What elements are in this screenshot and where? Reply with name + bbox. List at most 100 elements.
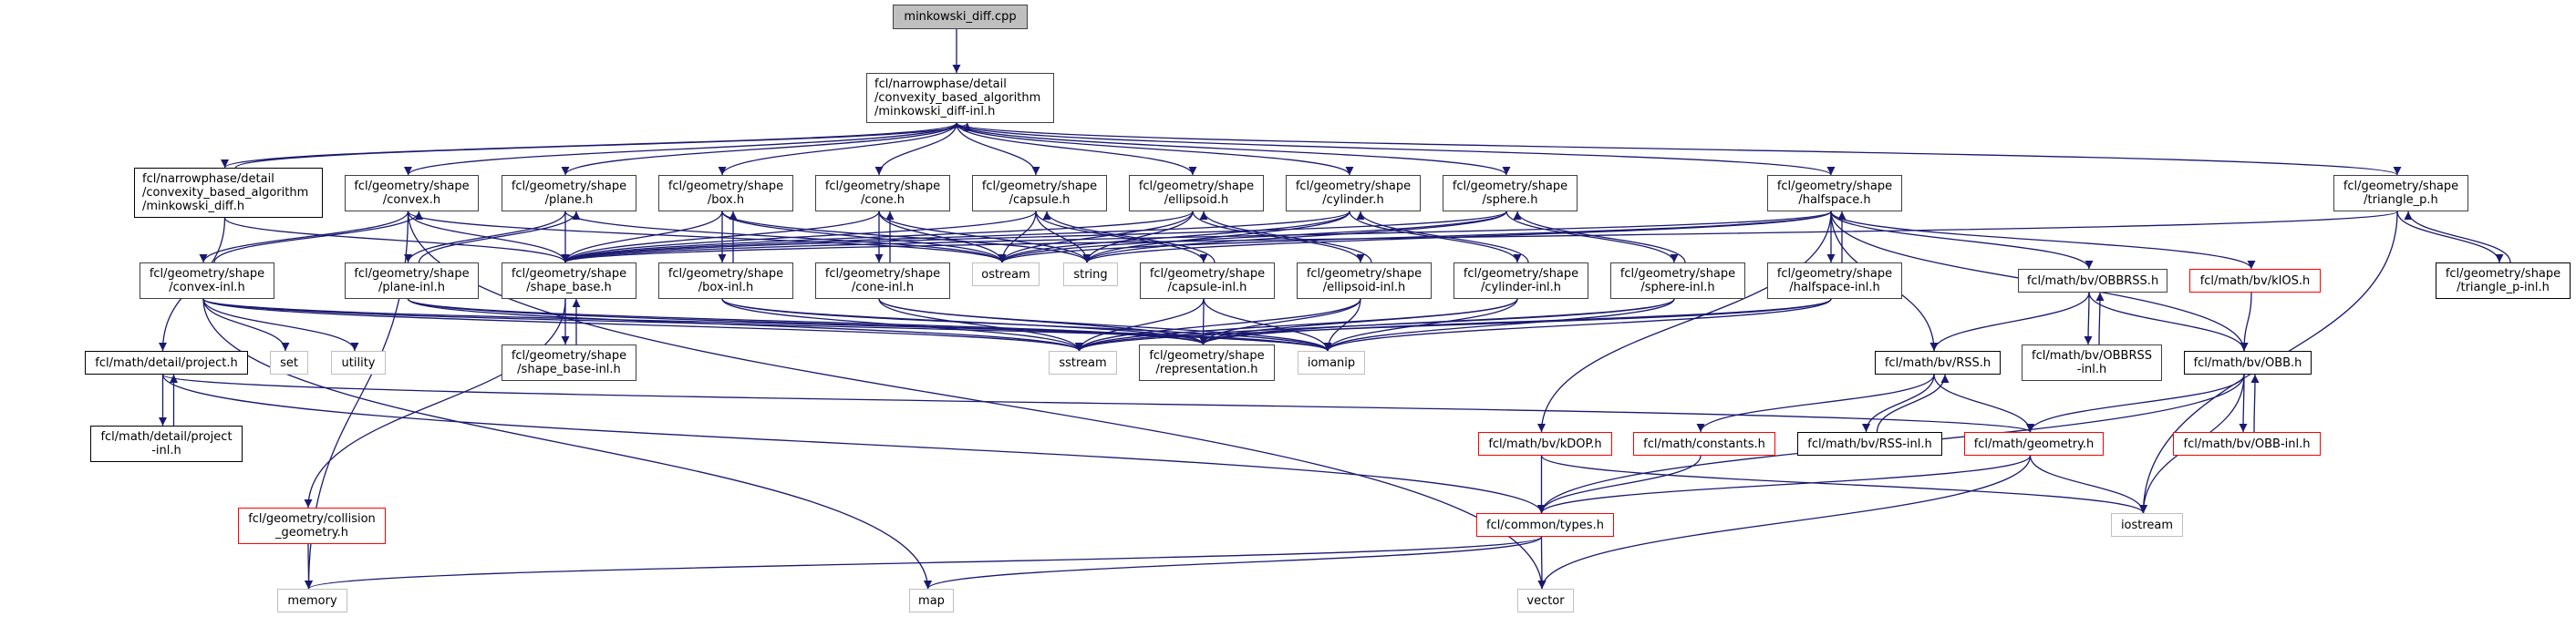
edge-convexinl-to-utility — [202, 298, 359, 352]
node-memory[interactable]: memory — [277, 589, 347, 612]
node-rss-inl-h[interactable]: fcl/math/bv/RSS-inl.h — [1797, 432, 1942, 456]
edge-constants-to-types — [1537, 455, 1702, 514]
node-collision-geometry-h[interactable]: fcl/geometry/collision _geometry.h — [238, 508, 386, 544]
node-minkowski-diff-cpp[interactable]: minkowski_diff.cpp — [893, 5, 1028, 29]
node-ellipsoid-h[interactable]: fcl/geometry/shape /ellipsoid.h — [1129, 175, 1264, 211]
node-triangle-p-inl-h[interactable]: fcl/geometry/shape /triangle_p-inl.h — [2436, 262, 2571, 299]
node-minkowski-diff-h[interactable]: fcl/narrowphase/detail /convexity_based_… — [134, 168, 323, 218]
node-sphere-inl-h[interactable]: fcl/geometry/shape /sphere-inl.h — [1610, 262, 1745, 299]
edge-mdinl-to-cone — [874, 122, 957, 176]
edge-sphere-to-ostream — [998, 211, 1507, 263]
node-halfspace-inl-h[interactable]: fcl/geometry/shape /halfspace-inl.h — [1767, 262, 1902, 299]
edge-mdinl-to-trianglep — [956, 122, 2402, 176]
node-cone-inl-h[interactable]: fcl/geometry/shape /cone-inl.h — [815, 262, 950, 299]
node-cylinder-h[interactable]: fcl/geometry/shape /cylinder.h — [1286, 175, 1421, 211]
node-box-inl-h[interactable]: fcl/geometry/shape /box-inl.h — [658, 262, 793, 299]
edge-cone-to-string — [878, 211, 1091, 263]
node-triangle-p-h[interactable]: fcl/geometry/shape /triangle_p.h — [2333, 175, 2468, 211]
node-math-geometry-h[interactable]: fcl/math/geometry.h — [1964, 432, 2104, 456]
edge-convexinl-to-sstream — [202, 298, 1083, 352]
node-capsule-h[interactable]: fcl/geometry/shape /capsule.h — [972, 175, 1107, 211]
node-sphere-h[interactable]: fcl/geometry/shape /sphere.h — [1443, 175, 1578, 211]
node-common-types-h[interactable]: fcl/common/types.h — [1476, 513, 1614, 537]
node-minkowski-diff-inl-h[interactable]: fcl/narrowphase/detail /convexity_based_… — [866, 73, 1054, 123]
edge-kios-to-obb — [2240, 292, 2252, 352]
node-ellipsoid-inl-h[interactable]: fcl/geometry/shape /ellipsoid-inl.h — [1297, 262, 1432, 299]
edge-sphereinl-to-sphere — [1513, 211, 1686, 263]
edge-sphere-to-sphereinl — [1505, 211, 1679, 263]
edge-mdh-to-mdinl — [234, 122, 972, 169]
edge-halfspaceinl-to-representation — [1199, 298, 1832, 345]
edge-box-to-string — [721, 211, 1091, 263]
node-shape-base-inl-h[interactable]: fcl/geometry/shape /shape_base-inl.h — [502, 344, 636, 381]
edge-kdop-to-iostream — [1540, 455, 2147, 514]
edge-project-to-geometry — [161, 374, 2034, 433]
edge-ellipsoidinl-to-sstream — [1075, 298, 1361, 352]
node-set[interactable]: set — [270, 351, 308, 375]
node-obb-inl-h[interactable]: fcl/math/bv/OBB-inl.h — [2173, 432, 2321, 456]
edge-cone-to-shapebase — [561, 211, 880, 263]
edge-trianglep-to-trianglepinl — [2396, 211, 2504, 263]
node-convex-h[interactable]: fcl/geometry/shape /convex.h — [345, 175, 479, 211]
edge-plane-to-ostream — [564, 211, 1007, 263]
edge-project-to-types — [161, 374, 1546, 514]
edge-mdinl-to-capsule — [956, 122, 1040, 176]
edge-coneinl-to-sstream — [878, 298, 1083, 352]
edge-mdinl-to-box — [718, 122, 957, 176]
edge-cylinder-to-shapebase — [561, 211, 1350, 263]
node-string[interactable]: string — [1063, 262, 1118, 286]
node-iostream[interactable]: iostream — [2111, 513, 2183, 537]
node-capsule-inl-h[interactable]: fcl/geometry/shape /capsule-inl.h — [1140, 262, 1275, 299]
edge-convexinl-to-convex — [213, 211, 423, 263]
node-map[interactable]: map — [909, 589, 954, 612]
edge-mdh-to-shapebase — [223, 217, 570, 263]
node-shape-base-h[interactable]: fcl/geometry/shape /shape_base.h — [502, 262, 636, 299]
node-vector[interactable]: vector — [1517, 589, 1574, 612]
node-plane-inl-h[interactable]: fcl/geometry/shape /plane-inl.h — [345, 262, 479, 299]
edge-box-to-ostream — [721, 211, 1007, 263]
node-obbrss-h[interactable]: fcl/math/bv/OBBRSS.h — [2018, 269, 2167, 293]
node-iomanip[interactable]: iomanip — [1298, 351, 1365, 375]
node-box-h[interactable]: fcl/geometry/shape /box.h — [658, 175, 793, 211]
node-rss-h[interactable]: fcl/math/bv/RSS.h — [1875, 351, 2001, 375]
edge-types-to-vector — [1537, 536, 1547, 590]
node-cylinder-inl-h[interactable]: fcl/geometry/shape /cylinder-inl.h — [1454, 262, 1588, 299]
edge-mdinl-to-plane — [561, 122, 957, 176]
node-project-h[interactable]: fcl/math/detail/project.h — [85, 351, 248, 375]
node-utility[interactable]: utility — [331, 351, 386, 375]
edge-ellipsoid-to-string — [1082, 211, 1194, 263]
edge-capsuleinl-to-representation — [1198, 298, 1208, 345]
node-kdop-h[interactable]: fcl/math/bv/kDOP.h — [1478, 432, 1612, 456]
node-ostream[interactable]: ostream — [972, 262, 1040, 286]
edge-capsule-to-shapebase — [561, 211, 1037, 263]
node-halfspace-h[interactable]: fcl/geometry/shape /halfspace.h — [1767, 175, 1902, 211]
node-kios-h[interactable]: fcl/math/bv/kIOS.h — [2189, 269, 2321, 293]
edge-trianglepinl-to-trianglep — [2404, 211, 2511, 263]
node-representation-h[interactable]: fcl/geometry/shape /representation.h — [1139, 344, 1275, 381]
node-sstream[interactable]: sstream — [1049, 351, 1117, 375]
edge-mdinl-to-sphere — [956, 122, 1511, 176]
edge-box-to-shapebase — [561, 211, 723, 263]
edge-boxinl-to-sstream — [721, 298, 1083, 352]
edge-geometry-to-vector — [1537, 455, 2032, 590]
node-obbrss-inl-h[interactable]: fcl/math/bv/OBBRSS -inl.h — [2022, 344, 2162, 381]
edge-convex-to-convexinl — [199, 211, 409, 263]
edge-halfspace-to-shapebase — [561, 211, 1832, 263]
node-constants-h[interactable]: fcl/math/constants.h — [1633, 432, 1775, 456]
edge-mdinl-to-convex — [404, 122, 957, 176]
edge-sphereinl-to-iomanip — [1323, 298, 1675, 352]
edge-trianglep-to-shapebase — [562, 211, 2398, 263]
node-plane-h[interactable]: fcl/geometry/shape /plane.h — [502, 175, 636, 211]
node-obb-h[interactable]: fcl/math/bv/OBB.h — [2184, 351, 2312, 375]
edge-planeinl-to-iomanip — [407, 298, 1332, 352]
edge-obbrss-to-obb — [2088, 292, 2249, 352]
node-cone-h[interactable]: fcl/geometry/shape /cone.h — [815, 175, 950, 211]
edge-halfspace-to-kdop — [1536, 211, 1832, 433]
node-convex-inl-h[interactable]: fcl/geometry/shape /convex-inl.h — [140, 262, 274, 299]
edge-shapebase-to-collgeom — [304, 298, 566, 509]
edge-geometry-to-iostream — [2029, 455, 2148, 514]
node-project-inl-h[interactable]: fcl/math/detail/project -inl.h — [90, 426, 243, 462]
edge-geometry-to-types — [1537, 455, 2032, 514]
edge-mdinl-to-halfspace — [956, 122, 1836, 176]
edge-mdinl-to-cylinder — [956, 122, 1354, 176]
